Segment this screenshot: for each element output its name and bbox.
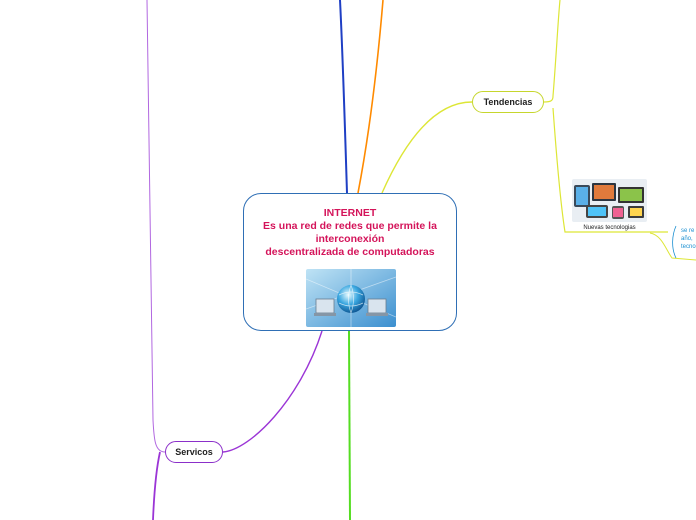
truncated-side-text: se re año, tecno [681,228,696,250]
blue-branch-line [339,0,348,194]
orange-branch-line [357,0,384,194]
tendencias-out-line [543,0,561,103]
topic-servicos[interactable]: Servicos [165,441,223,463]
central-title: INTERNET Es una red de redes que permite… [263,207,437,258]
servicos-connector [222,330,323,453]
tendencias-sub-line [552,107,668,233]
globe-network-image [306,269,396,327]
new-technologies-image [572,179,647,222]
blue-side-bracket [672,225,677,259]
central-topic[interactable]: INTERNET Es una red de redes que permite… [243,193,457,331]
tendencias-connector [381,101,473,194]
new-technologies-caption[interactable]: Nuevas tecnologias [583,225,636,231]
servicos-out-line [146,0,166,453]
servicos-down-line [152,451,161,520]
topic-tendencias[interactable]: Tendencias [472,91,544,113]
side-connector [649,232,696,261]
green-branch-line [348,330,351,520]
